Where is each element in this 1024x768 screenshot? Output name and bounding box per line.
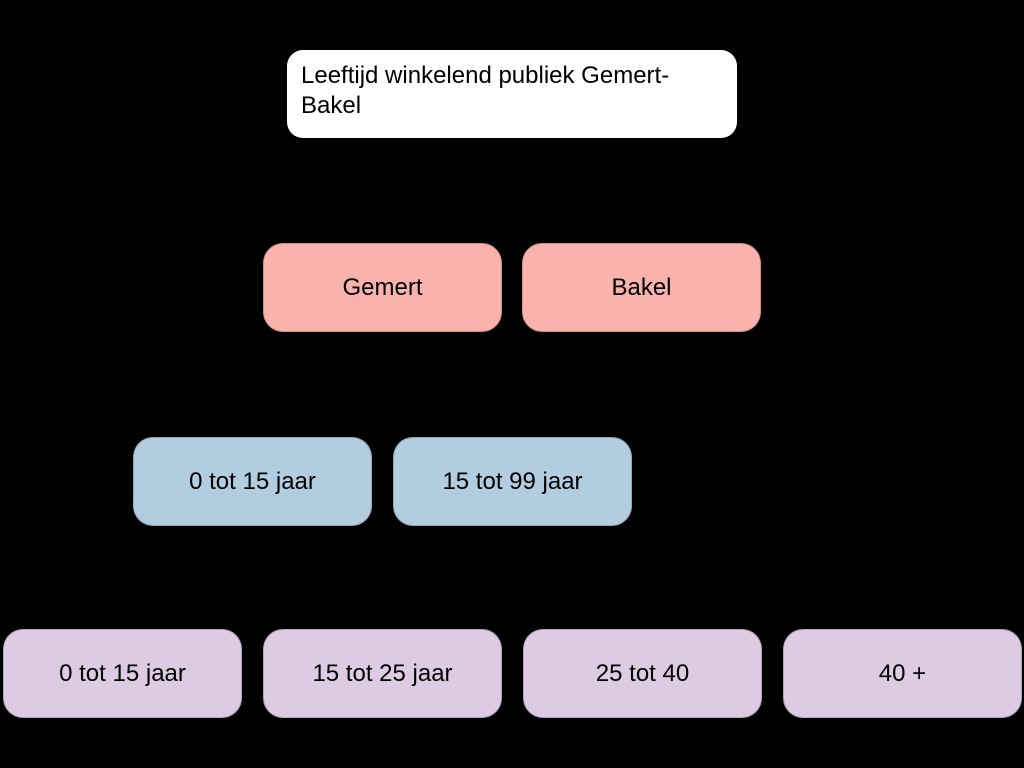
node-label: Bakel	[611, 273, 672, 301]
node-group-15-25-jaar: 15 tot 25 jaar	[263, 629, 502, 718]
node-gemert: Gemert	[263, 243, 502, 332]
node-group-25-40: 25 tot 40	[523, 629, 762, 718]
node-age-15-99-jaar: 15 tot 99 jaar	[393, 437, 632, 526]
title-box: Leeftijd winkelend publiek Gemert-Bakel	[287, 50, 737, 138]
node-group-0-15-jaar: 0 tot 15 jaar	[3, 629, 242, 718]
node-label: 40 +	[878, 659, 927, 687]
node-label: 15 tot 99 jaar	[442, 467, 583, 495]
node-age-0-15-jaar: 0 tot 15 jaar	[133, 437, 372, 526]
node-label: 25 tot 40	[595, 659, 690, 687]
node-label: 15 tot 25 jaar	[312, 659, 453, 687]
node-bakel: Bakel	[522, 243, 761, 332]
node-label: 0 tot 15 jaar	[59, 659, 186, 687]
title-text: Leeftijd winkelend publiek Gemert-Bakel	[301, 62, 670, 119]
node-label: Gemert	[342, 273, 423, 301]
node-label: 0 tot 15 jaar	[189, 467, 316, 495]
node-group-40-plus: 40 +	[783, 629, 1022, 718]
